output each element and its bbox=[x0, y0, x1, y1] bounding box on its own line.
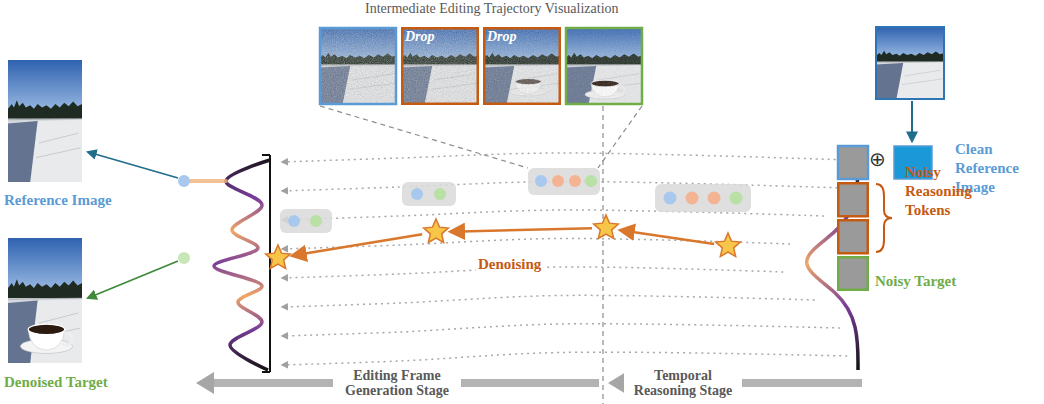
input-stack bbox=[838, 27, 944, 252]
node-text: Noisy Reasoning Tokens bbox=[905, 163, 987, 220]
stage-band: Editing Frame Generation Stage bbox=[333, 367, 461, 400]
target-photo-shape bbox=[8, 238, 82, 363]
reasoning-tokens: Noisy Reasoning Tokens bbox=[837, 182, 869, 254]
trajectory-line bbox=[282, 153, 848, 162]
distribution-left bbox=[88, 152, 270, 372]
node-text: Temporal Reasoning Stage bbox=[626, 368, 740, 399]
node-text: Editing Frame Generation Stage bbox=[335, 368, 459, 399]
leader-dashes bbox=[320, 106, 642, 404]
stage-arrows bbox=[196, 372, 862, 394]
concat-symbol: ⊕ bbox=[869, 148, 886, 170]
node-text: Denoised Target bbox=[4, 373, 108, 392]
state-star bbox=[594, 215, 619, 239]
reference-photo-shape bbox=[8, 60, 82, 182]
target-token: Noisy Target bbox=[837, 256, 869, 291]
dropped-thumbnail: Drop bbox=[483, 27, 561, 105]
stage-band: Temporal Reasoning Stage bbox=[624, 367, 742, 400]
node-text: Reference Image bbox=[4, 191, 112, 210]
target-token-shape bbox=[837, 256, 869, 291]
trajectory-line bbox=[282, 352, 847, 365]
dropped-thumbnail: Drop bbox=[401, 27, 479, 105]
node-text: Drop bbox=[405, 29, 435, 45]
target-photo: Denoised Target bbox=[8, 238, 82, 363]
token-pills bbox=[280, 168, 751, 233]
node-text: Noisy Target bbox=[875, 272, 956, 291]
reasoning-tokens-shape bbox=[837, 182, 869, 254]
target-thumbnail bbox=[565, 27, 643, 105]
noisy-reference-thumbnail bbox=[319, 27, 397, 105]
state-star bbox=[424, 219, 449, 243]
denoising-arrow bbox=[293, 234, 422, 255]
node-text: Drop bbox=[487, 29, 517, 45]
denoising-arrow bbox=[451, 228, 592, 231]
process-label: Denoising bbox=[476, 256, 543, 273]
figure-title: Intermediate Editing Trajectory Visualiz… bbox=[365, 1, 619, 17]
trajectory-lines bbox=[282, 153, 848, 365]
state-star bbox=[716, 233, 741, 257]
state-star bbox=[266, 245, 291, 269]
thumbnail-strip bbox=[319, 27, 643, 105]
reference-photo: Reference Image bbox=[8, 60, 82, 182]
trajectory-line bbox=[282, 324, 840, 336]
denoising-arrow bbox=[621, 230, 714, 244]
trajectory-line bbox=[282, 295, 815, 307]
